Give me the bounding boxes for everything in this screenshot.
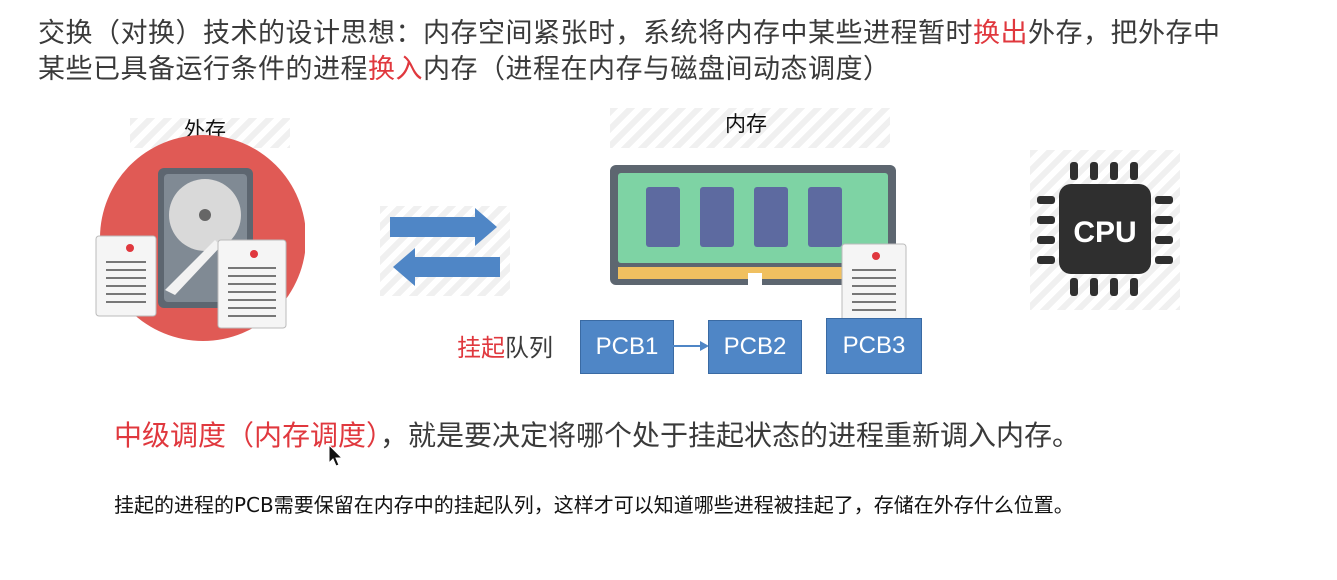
document-icon bbox=[95, 235, 157, 317]
heading-line-1-text-b: 外存，把外存中 bbox=[1028, 18, 1221, 49]
mouse-cursor-icon bbox=[328, 444, 344, 467]
medium-term-scheduling-text: 中级调度（内存调度），就是要决定将哪个处于挂起状态的进程重新调入内存。 bbox=[114, 414, 1080, 454]
pcb-box-2: PCB2 bbox=[708, 320, 802, 374]
memory-label-decoration bbox=[610, 108, 890, 148]
memory-label: 内存 bbox=[725, 112, 767, 136]
cpu-label: CPU bbox=[1073, 216, 1136, 249]
ram-module-icon bbox=[610, 165, 896, 299]
medium-term-scheduling-term: 中级调度（内存调度） bbox=[114, 419, 381, 452]
swap-arrows-icon bbox=[390, 208, 500, 286]
pcb-note-text: 挂起的进程的PCB需要保留在内存中的挂起队列，这样才可以知道哪些进程被挂起了，存… bbox=[114, 493, 1074, 517]
pcb-box-3: PCB3 bbox=[826, 318, 922, 374]
medium-term-scheduling-definition: ，就是要决定将哪个处于挂起状态的进程重新调入内存。 bbox=[380, 419, 1081, 452]
heading-swap-in: 换入 bbox=[368, 54, 423, 85]
heading-swap-out: 换出 bbox=[973, 18, 1028, 49]
heading-line-1-text-a: 交换（对换）技术的设计思想：内存空间紧张时，系统将内存中某些进程暂时 bbox=[38, 18, 973, 49]
heading-line-1: 交换（对换）技术的设计思想：内存空间紧张时，系统将内存中某些进程暂时换出外存，把… bbox=[38, 18, 1221, 50]
document-icon bbox=[841, 243, 907, 325]
cpu-chip-icon: CPU bbox=[1037, 162, 1173, 296]
queue-word: 队列 bbox=[505, 334, 553, 362]
queue-link-arrow-icon bbox=[672, 341, 709, 351]
pcb-box-1: PCB1 bbox=[580, 320, 674, 374]
suspend-queue-label: 挂起队列 bbox=[457, 328, 553, 363]
heading-line-2: 某些已具备运行条件的进程换入内存（进程在内存与磁盘间动态调度） bbox=[38, 54, 891, 86]
heading-line-2-text-a: 某些已具备运行条件的进程 bbox=[38, 54, 368, 85]
suspend-word: 挂起 bbox=[457, 334, 505, 362]
document-icon bbox=[217, 239, 287, 329]
heading-line-2-text-b: 内存（进程在内存与磁盘间动态调度） bbox=[423, 54, 891, 85]
